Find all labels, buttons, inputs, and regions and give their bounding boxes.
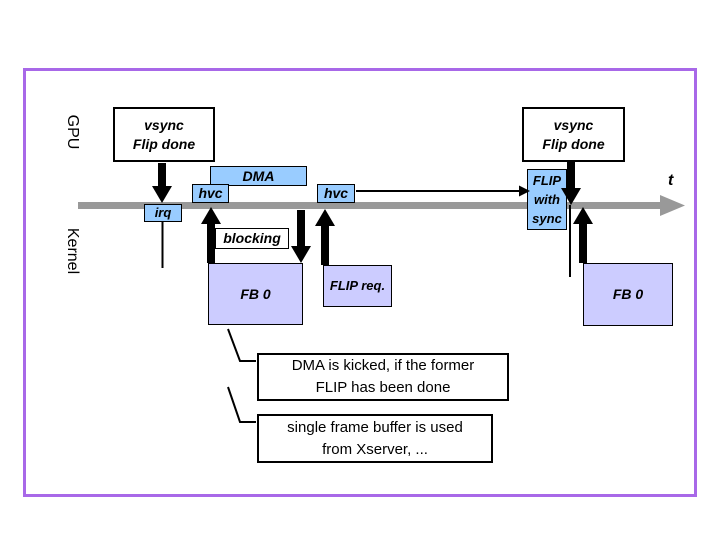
flip-req-box: FLIP req. (323, 265, 392, 307)
dma-box: DMA (210, 166, 307, 186)
irq-box: irq (144, 204, 182, 222)
fb0-box-left: FB 0 (208, 263, 303, 325)
callout-fb-note: single frame buffer is used from Xserver… (257, 414, 493, 463)
fb0-box-right: FB 0 (583, 263, 673, 326)
flip-with-sync-box: FLIP with sync (527, 169, 567, 230)
lane-label-kernel: Kernel (64, 227, 81, 275)
blocking-box: blocking (215, 228, 289, 249)
lane-label-gpu: GPU (64, 114, 81, 150)
hvc-box-right: hvc (317, 184, 355, 203)
callout-dma-note: DMA is kicked, if the former FLIP has be… (257, 353, 509, 401)
hvc-box-left: hvc (192, 184, 229, 203)
vsync-flip-done-box-right: vsync Flip done (522, 107, 625, 162)
vsync-flip-done-box-left: vsync Flip done (113, 107, 215, 162)
time-axis-label: t (668, 172, 674, 189)
